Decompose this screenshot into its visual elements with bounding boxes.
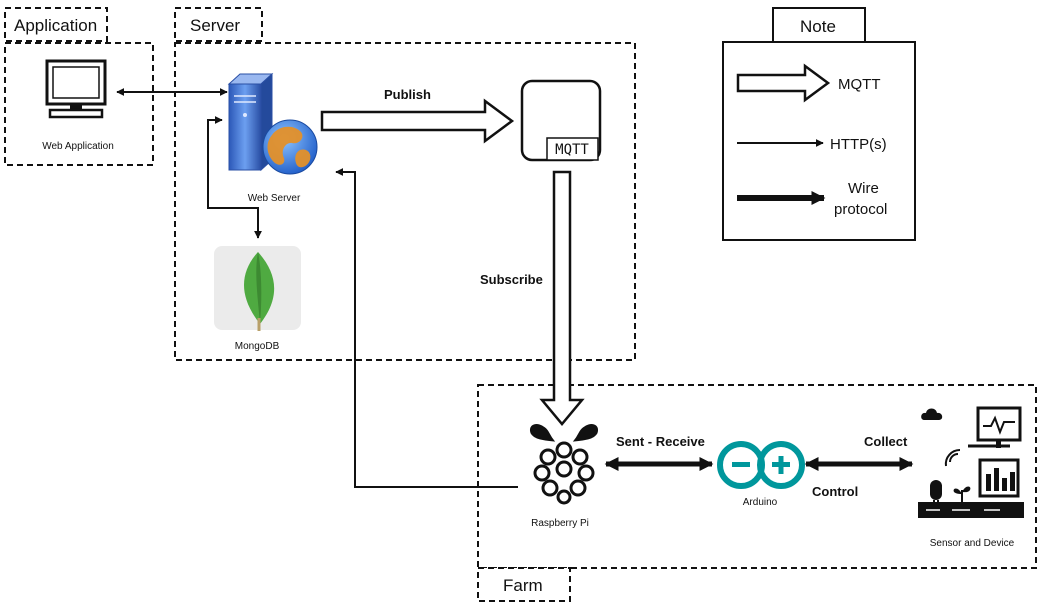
application-title: Application — [14, 16, 97, 35]
server-box — [174, 42, 636, 361]
web-server-node: Web Server — [227, 72, 318, 204]
computer-icon — [45, 59, 107, 119]
web-application-label: Web Application — [42, 141, 114, 152]
http-webserver-mongodb — [207, 116, 262, 239]
legend-wire-label-2: protocol — [834, 201, 887, 218]
mongodb-node: MongoDB — [214, 246, 301, 352]
cloud-icon — [921, 408, 943, 420]
sensor-probe-icon — [930, 480, 942, 500]
application-box — [4, 42, 154, 166]
wifi-icon — [949, 453, 959, 463]
connections — [116, 88, 914, 488]
legend: Note MQTT HTTP(s) Wire protocol — [722, 7, 916, 241]
publish-arrow — [320, 98, 515, 144]
farm-title: Farm — [503, 576, 543, 595]
legend-wire-label-1: Wire — [848, 180, 879, 197]
arduino-node: Arduino — [717, 441, 805, 508]
server-group: Server — [174, 7, 636, 361]
arduino-label: Arduino — [743, 497, 778, 508]
monitor-icon — [976, 406, 1022, 442]
raspberry-pi-icon — [529, 424, 599, 505]
mongodb-label: MongoDB — [235, 341, 280, 352]
subscribe-label: Subscribe — [480, 272, 543, 287]
subscribe-arrow — [539, 170, 585, 426]
sensor-device-node: Sensor and Device — [918, 406, 1024, 549]
server-title: Server — [190, 16, 240, 35]
http-pi-webserver — [335, 168, 518, 488]
mqtt-broker-node: MQTT — [520, 79, 602, 162]
server-tab — [174, 7, 263, 42]
application-group: Application — [4, 7, 154, 166]
web-application-node: Web Application — [42, 59, 114, 152]
web-server-label: Web Server — [248, 193, 301, 204]
raspberry-pi-label: Raspberry Pi — [531, 518, 589, 529]
mongodb-leaf-icon — [214, 246, 301, 331]
arduino-icon — [717, 441, 805, 489]
web-server-icon — [227, 72, 318, 175]
farm-tab — [477, 567, 571, 602]
mqtt-broker-label: MQTT — [555, 142, 589, 158]
sent-receive-label: Sent - Receive — [616, 434, 705, 449]
farm-box — [477, 384, 1037, 569]
sensor-device-label: Sensor and Device — [930, 538, 1015, 549]
application-tab — [4, 7, 108, 42]
note-title: Note — [800, 17, 836, 36]
note-tab — [772, 7, 866, 43]
legend-http-label: HTTP(s) — [830, 136, 887, 153]
raspberry-pi-node: Raspberry Pi — [529, 424, 599, 529]
farm-group: Farm — [477, 384, 1037, 602]
control-label: Control — [812, 484, 858, 499]
mqtt-badge — [546, 137, 599, 161]
sensor-device-icon — [918, 406, 1024, 518]
legend-mqtt-arrow — [736, 63, 831, 103]
publish-label: Publish — [384, 87, 431, 102]
ground-icon — [918, 502, 1024, 518]
legend-mqtt-label: MQTT — [838, 76, 881, 93]
collect-label: Collect — [864, 434, 908, 449]
